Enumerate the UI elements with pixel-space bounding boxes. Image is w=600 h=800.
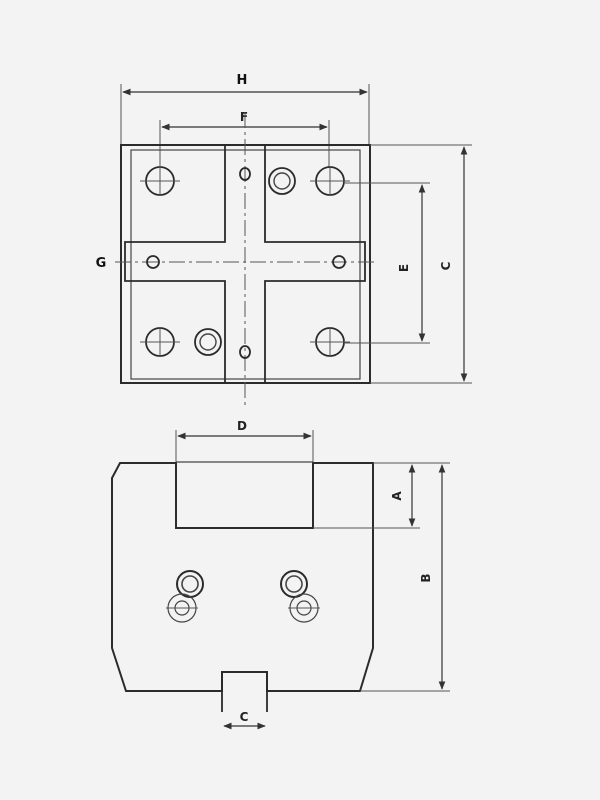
cross-hole-right <box>332 255 346 269</box>
side-hole-right <box>280 570 320 623</box>
cross-hole-top <box>239 167 251 181</box>
dimension-a: A <box>313 462 420 529</box>
label-c-bottom: C <box>240 710 249 724</box>
side-hole-left <box>166 570 204 623</box>
dimension-c-top: C <box>370 144 472 384</box>
label-f: F <box>240 110 248 124</box>
mounting-hole-top-left <box>140 166 180 196</box>
bottom-tab <box>221 672 268 712</box>
label-a: A <box>390 491 404 501</box>
label-e: E <box>397 264 411 272</box>
label-d: D <box>237 419 247 433</box>
label-g: G <box>96 256 107 271</box>
dimension-h: H <box>120 73 370 145</box>
cross-hole-bottom <box>239 345 251 359</box>
ring-hole-bottom <box>194 328 222 356</box>
mounting-hole-bottom-left <box>140 327 180 357</box>
top-plate-inner-frame <box>130 149 361 380</box>
ring-hole-top <box>268 167 296 195</box>
cross-hole-left <box>146 255 160 269</box>
label-h: H <box>237 73 248 88</box>
side-view: D A B <box>111 419 450 730</box>
dimension-d: D <box>175 419 314 462</box>
side-body-outline <box>111 462 374 692</box>
dimension-b: B <box>360 462 450 692</box>
mounting-hole-bottom-right <box>310 327 350 357</box>
top-view: H F <box>96 73 472 405</box>
dimension-e: E <box>345 182 430 344</box>
dimension-c-bottom: C <box>223 710 266 730</box>
mounting-hole-top-right <box>310 166 350 196</box>
label-c-top: C <box>439 261 453 270</box>
label-b: B <box>419 573 433 582</box>
